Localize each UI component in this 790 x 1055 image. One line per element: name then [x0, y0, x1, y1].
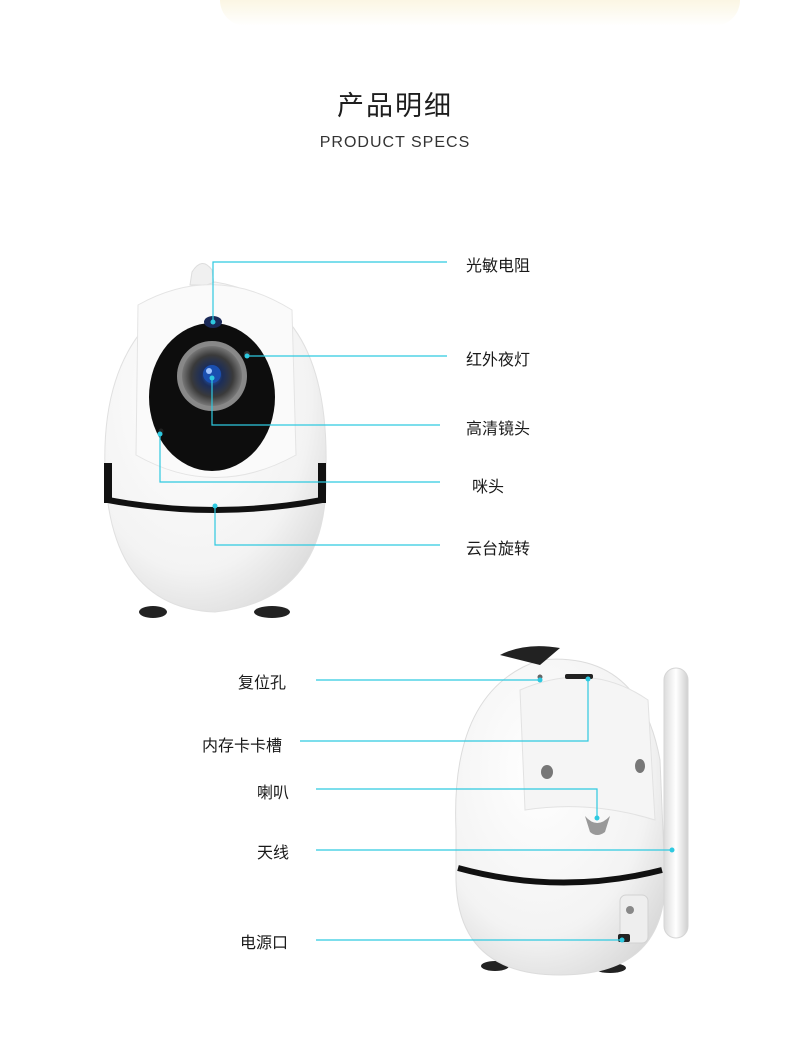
- page-title: 产品明细: [337, 91, 453, 122]
- front-leader-lines: [159, 261, 447, 546]
- back-camera: [455, 646, 689, 976]
- label-hd-lens: 高清镜头: [466, 419, 531, 438]
- front-camera: [104, 263, 327, 618]
- label-pan-tilt: 云台旋转: [466, 539, 531, 558]
- label-microphone: 咪头: [472, 477, 505, 496]
- label-antenna: 天线: [257, 843, 290, 862]
- label-power-port: 电源口: [240, 933, 289, 952]
- label-ir-night-light: 红外夜灯: [466, 350, 531, 369]
- top-decoration: [220, 0, 740, 26]
- back-leader-lines: [300, 679, 672, 941]
- label-reset-hole: 复位孔: [238, 673, 287, 692]
- label-speaker: 喇叭: [257, 783, 290, 802]
- page-subtitle: PRODUCT SPECS: [319, 134, 471, 151]
- label-memory-card-slot: 内存卡卡槽: [202, 736, 283, 755]
- label-photoresistor: 光敏电阻: [466, 256, 531, 275]
